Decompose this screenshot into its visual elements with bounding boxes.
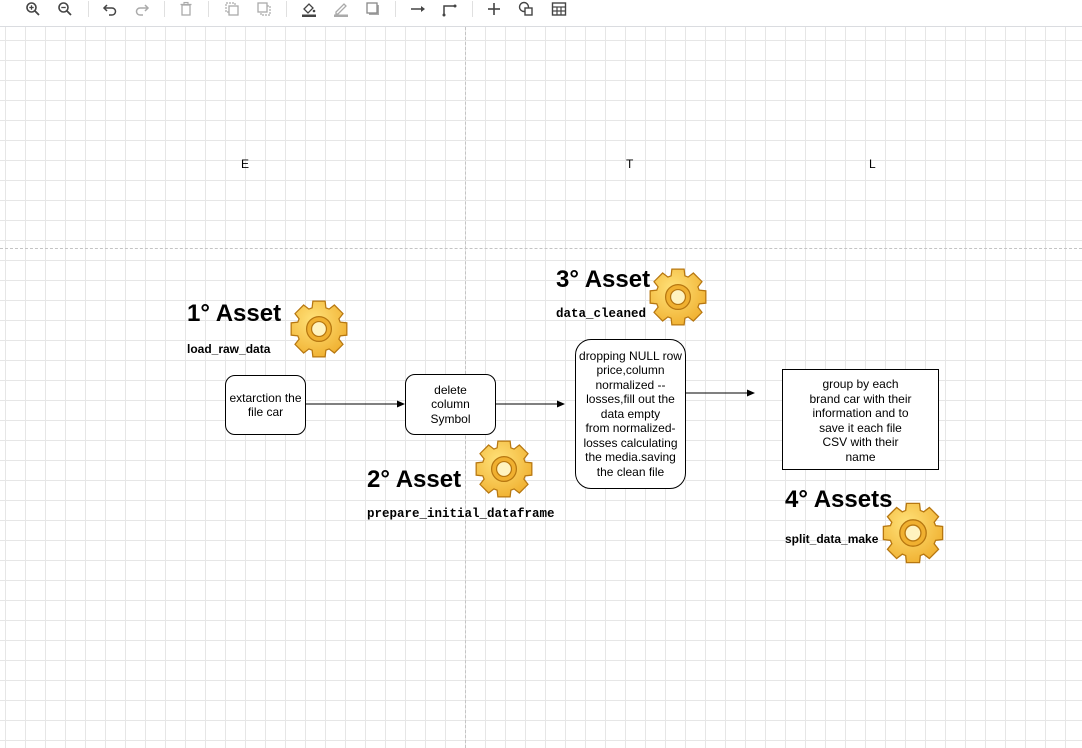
process-box-delete-column[interactable]: delete column Symbol <box>405 374 496 435</box>
lane-label-l[interactable]: L <box>869 157 876 171</box>
fill-color-icon[interactable] <box>297 0 321 18</box>
asset-3-title[interactable]: 3° Asset <box>556 266 651 293</box>
undo-icon[interactable] <box>98 0 122 18</box>
toolbar-separator <box>88 1 89 17</box>
process-box-clean-data[interactable]: dropping NULL row price,column normalize… <box>575 339 686 489</box>
gear-icon[interactable] <box>288 298 350 360</box>
toolbar-separator <box>395 1 396 17</box>
page-break-horizontal <box>0 248 1082 249</box>
toolbar <box>0 0 1082 27</box>
delete-icon[interactable] <box>174 0 198 18</box>
asset-2-title[interactable]: 2° Asset <box>367 466 462 493</box>
insert-icon[interactable] <box>482 0 506 18</box>
gear-icon[interactable] <box>473 438 535 500</box>
shapes-icon[interactable] <box>514 0 538 18</box>
gear-icon[interactable] <box>880 500 946 566</box>
table-icon[interactable] <box>547 0 571 18</box>
asset-4-function[interactable]: split_data_make <box>785 532 879 546</box>
asset-1-title[interactable]: 1° Asset <box>187 300 282 327</box>
to-back-icon[interactable] <box>252 0 276 18</box>
to-front-icon[interactable] <box>220 0 244 18</box>
waypoints-icon[interactable] <box>438 0 462 18</box>
toolbar-separator <box>164 1 165 17</box>
gear-icon[interactable] <box>647 266 709 328</box>
toolbar-separator <box>472 1 473 17</box>
process-box-group-by-brand[interactable]: group by each brand car with their infor… <box>782 369 939 470</box>
asset-3-function[interactable]: data_cleaned <box>556 307 647 321</box>
lane-label-t[interactable]: T <box>626 157 634 171</box>
zoom-out-icon[interactable] <box>53 0 77 18</box>
asset-2-function[interactable]: prepare_initial_dataframe <box>367 507 555 521</box>
toolbar-separator <box>286 1 287 17</box>
zoom-in-icon[interactable] <box>21 0 45 18</box>
shadow-icon[interactable] <box>361 0 385 18</box>
redo-icon[interactable] <box>130 0 154 18</box>
asset-4-title[interactable]: 4° Assets <box>785 486 893 513</box>
lane-label-e[interactable]: E <box>241 157 250 171</box>
toolbar-separator <box>208 1 209 17</box>
process-box-extraction[interactable]: extarction the file car <box>225 375 306 435</box>
asset-1-function[interactable]: load_raw_data <box>187 342 271 356</box>
connection-icon[interactable] <box>406 0 430 18</box>
line-color-icon[interactable] <box>329 0 353 18</box>
